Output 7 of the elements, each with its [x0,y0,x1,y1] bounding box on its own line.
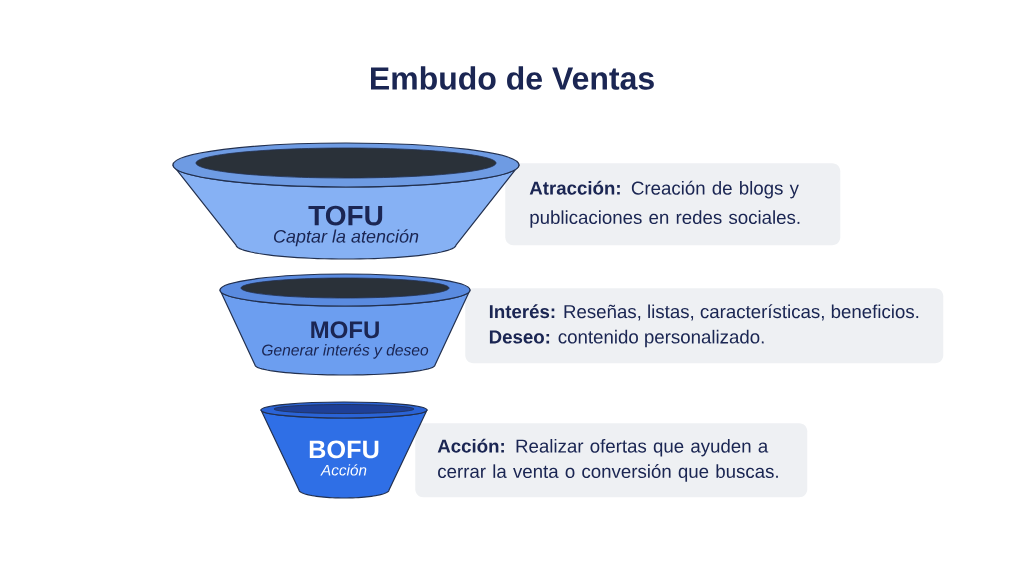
title: Embudo de Ventas [371,66,654,90]
description-box: Interés: Reseñas, listas, características, beneficios. Deseo: contenido personalizado. [465,288,944,364]
funnel-stage: BOFU Acción [260,401,428,499]
description-box: Atracción: Creación de blogs y publicaciones en redes sociales. [505,163,841,246]
funnel-stage: TOFU Captar la atención [172,142,520,260]
funnel-stage: MOFU Generar interés y deseo [219,273,471,376]
description-box: Acción: Realizar ofertas que ayuden a cerrar la venta o conversión que buscas. [415,423,808,498]
